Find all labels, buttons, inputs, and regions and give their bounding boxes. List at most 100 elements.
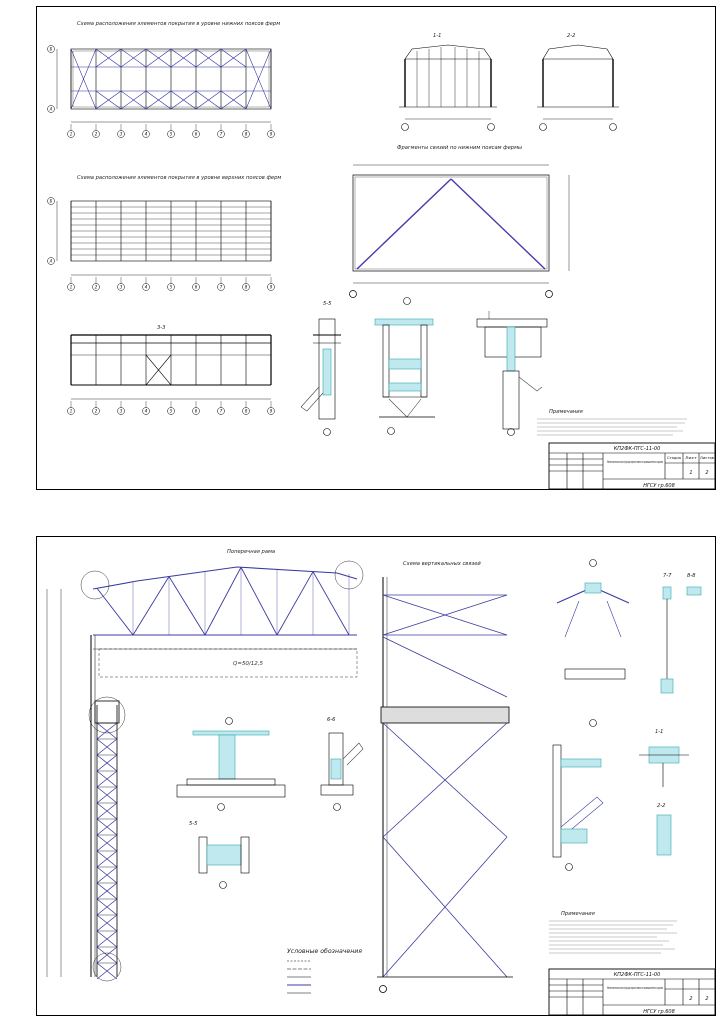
- sheets-label-1: Листов: [700, 456, 714, 460]
- section-2-2-title-2: 2-2: [657, 803, 665, 809]
- axis-marker-4: [142, 283, 150, 291]
- stage-label-1: Стадия: [667, 456, 681, 460]
- sheets-count-2: 2: [705, 996, 708, 1002]
- axis-marker-3: [117, 407, 125, 415]
- axis-label: 1: [70, 409, 73, 414]
- axis-marker-9: [267, 283, 275, 291]
- axis-label: 2: [95, 285, 98, 290]
- axis-marker-2: [92, 283, 100, 291]
- vertical-braces-scheme: [377, 577, 513, 993]
- sheet-1-drawing: Схема расположения элементов покрытия в …: [47, 21, 716, 490]
- sheet-label-1: Лист: [685, 456, 697, 460]
- axis-marker-8: [242, 283, 250, 291]
- axis-marker-1: [67, 407, 75, 415]
- legend-lines: [287, 960, 311, 994]
- axis-label: 9: [270, 132, 273, 137]
- axis-marker-6: [192, 283, 200, 291]
- notes-lines-2: [549, 920, 677, 954]
- truss-title: Поперечная рама: [227, 549, 275, 555]
- section-1-1-frame: [399, 44, 497, 131]
- axis-label: 3: [120, 132, 123, 137]
- node-detail-a: [476, 311, 548, 436]
- axis-marker-7: [217, 283, 225, 291]
- axis-marker-8: [242, 407, 250, 415]
- axis-label: 7: [220, 285, 223, 290]
- axis-marker-4: [142, 407, 150, 415]
- axis-label: 4: [145, 132, 148, 137]
- axis-marker-А: [47, 257, 55, 265]
- notes-title: Примечания: [549, 409, 583, 415]
- vertical-braces-title: Схема вертикальных связей: [403, 561, 481, 567]
- axis-marker-6: [192, 130, 200, 138]
- node-detail-5-5: [300, 318, 341, 436]
- section-1-1-title-2: 1-1: [655, 729, 663, 735]
- section-2-2-frame: [537, 44, 619, 131]
- axis-label: 2: [95, 132, 98, 137]
- axis-label: 1: [70, 132, 73, 137]
- section-7-7-title: 7-7: [663, 573, 672, 579]
- drawing-code-2: КП2ФК-ПГС-11-00: [614, 972, 661, 978]
- section-5-5-title: 5-5: [323, 301, 332, 307]
- node-detail-3: [176, 717, 286, 811]
- sheet-number-2: 2: [689, 996, 692, 1002]
- axis-label: 3: [120, 409, 123, 414]
- axis-label: 1: [70, 285, 73, 290]
- axis-label: 4: [145, 285, 148, 290]
- axis-marker-4: [142, 130, 150, 138]
- lattice-column: [94, 700, 120, 980]
- axis-label: 6: [195, 285, 198, 290]
- section-1-1-title: 1-1: [433, 33, 441, 39]
- plan-upper-title: Схема расположения элементов покрытия в …: [77, 175, 281, 181]
- organization-2: НГСУ гр.608: [643, 1009, 675, 1015]
- node-detail-b: [374, 297, 435, 435]
- axis-label: Б: [50, 199, 53, 204]
- section-6-6-title: 6-6: [327, 717, 336, 723]
- axis-label: 8: [245, 285, 248, 290]
- axis-label: 4: [145, 409, 148, 414]
- axis-label: 6: [195, 409, 198, 414]
- drawing-sheet-2: Поперечная рама Q=50/12,5 6-6: [36, 536, 716, 1016]
- axis-label: 9: [270, 409, 273, 414]
- axis-marker-5: [167, 407, 175, 415]
- title-block-1: [548, 442, 716, 490]
- section-2-2-title: 2-2: [567, 33, 575, 39]
- axis-label: 5: [170, 285, 173, 290]
- axis-marker-6: [192, 407, 200, 415]
- axis-label: 9: [270, 285, 273, 290]
- sheet-number-1: 1: [689, 470, 692, 476]
- detail-right-top: [556, 559, 702, 727]
- axis-label: 7: [220, 132, 223, 137]
- axis-label: 2: [95, 409, 98, 414]
- axis-label: 5: [170, 409, 173, 414]
- detail-right-middle: [552, 744, 689, 871]
- axis-label: 3: [120, 285, 123, 290]
- axis-label: 5: [170, 132, 173, 137]
- axis-label: 8: [245, 132, 248, 137]
- axis-label: 8: [245, 409, 248, 414]
- axis-marker-9: [267, 407, 275, 415]
- section-5-5-title-2: 5-5: [189, 821, 198, 827]
- truss-elevation: [46, 566, 358, 977]
- notes-title-2: Примечания: [561, 911, 595, 917]
- sheets-count-1: 2: [705, 470, 708, 476]
- axis-marker-1: [67, 130, 75, 138]
- crane-capacity: Q=50/12,5: [233, 661, 264, 667]
- legend-title: Условные обозначения: [287, 947, 362, 955]
- axis-marker-2: [92, 407, 100, 415]
- axis-marker-8: [242, 130, 250, 138]
- axis-marker-5: [167, 283, 175, 291]
- title-block-description-1: Металлические конструкции одноэтажного п…: [607, 460, 663, 464]
- truss-braces-fragment: [349, 164, 570, 298]
- plan-upper: [56, 200, 272, 276]
- plan-lower-title: Схема расположения элементов покрытия в …: [77, 21, 280, 27]
- sheet-2-drawing: Поперечная рама Q=50/12,5 6-6: [46, 549, 716, 1016]
- axis-label: 6: [195, 132, 198, 137]
- axis-label: А: [49, 107, 53, 112]
- axis-label: 7: [220, 409, 223, 414]
- axis-marker-3: [117, 130, 125, 138]
- title-block-description-2: Металлические конструкции одноэтажного п…: [607, 986, 663, 990]
- section-3-3-title: 3-3: [157, 325, 165, 331]
- node-detail-6-6: [320, 732, 364, 811]
- plan-lower: [56, 48, 272, 123]
